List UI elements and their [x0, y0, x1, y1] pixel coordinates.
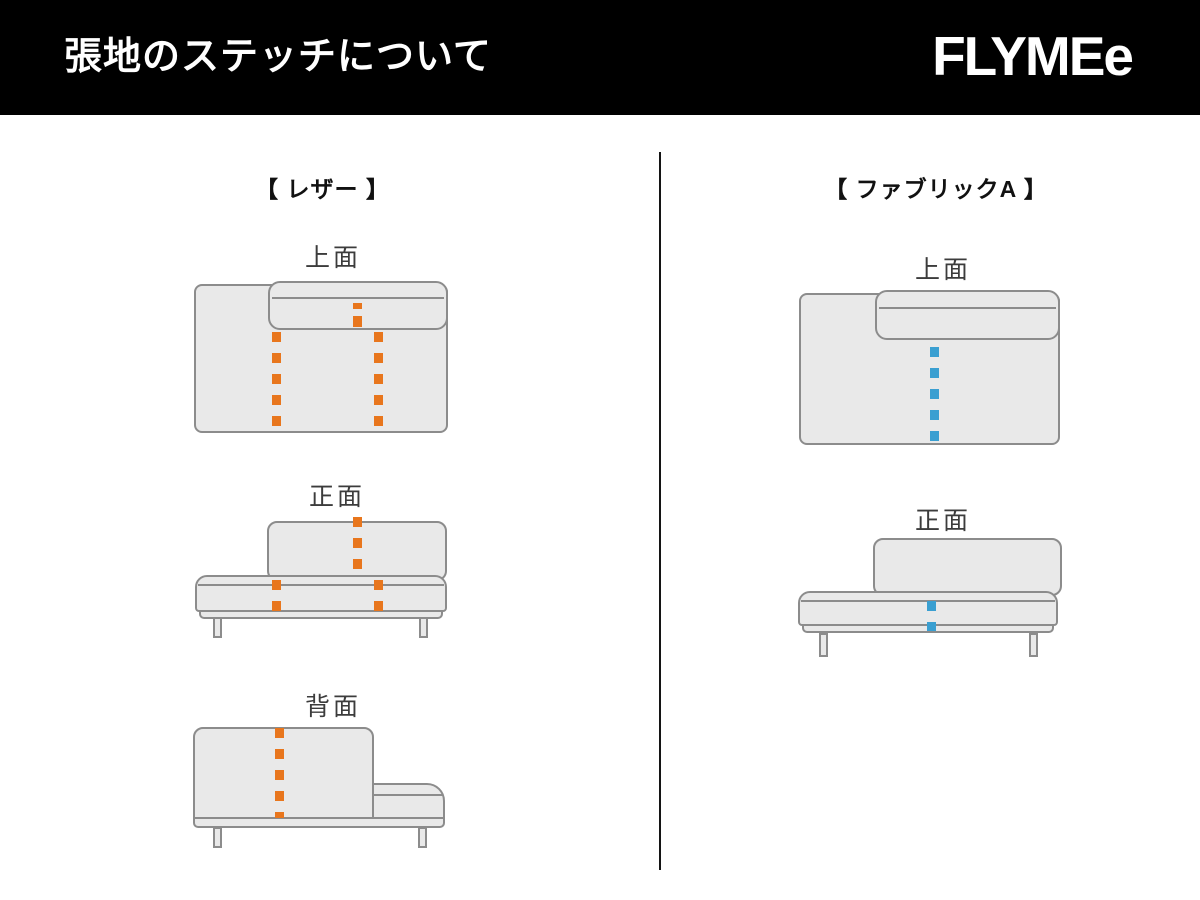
leather-front-view-label: 正面: [308, 483, 365, 511]
sofa-seat-front: [195, 575, 447, 612]
stitch-line-seat-right: [374, 580, 383, 611]
page-title: 張地のステッチについて: [64, 36, 492, 78]
backrest-edge-line: [879, 307, 1056, 309]
stitch-dash: [353, 303, 362, 309]
seat-edge-line: [374, 794, 443, 796]
sofa-backrest-top: [875, 290, 1060, 340]
sofa-seat-back: [372, 783, 445, 820]
backrest-edge-line: [272, 297, 444, 299]
header-bar: 張地のステッチについて FLYMEe: [0, 0, 1200, 115]
section-label-leather: 【 レザー 】: [255, 176, 390, 202]
sofa-leg-left: [213, 827, 222, 848]
stitch-line-seat: [927, 601, 936, 631]
leather-back-view-label: 背面: [304, 693, 361, 721]
fabric-top-view-label: 上面: [914, 256, 971, 284]
flymee-logo: FLYMEe: [932, 25, 1134, 87]
sofa-leg-right: [419, 617, 428, 638]
stitch-line-seat-left: [272, 580, 281, 611]
stitch-line-center: [930, 347, 939, 445]
stitch-line-back: [275, 728, 284, 818]
fabric-front-view-label: 正面: [914, 507, 971, 535]
stitch-line-left: [272, 332, 281, 433]
sofa-leg-left: [819, 633, 828, 657]
seat-edge-line: [198, 584, 444, 586]
column-divider: [659, 152, 661, 870]
sofa-base-rail: [193, 817, 445, 828]
sofa-backrest-front: [873, 538, 1062, 596]
leather-top-view-label: 上面: [304, 244, 361, 272]
sofa-leg-right: [418, 827, 427, 848]
section-label-fabric-a: 【 ファブリックA 】: [824, 176, 1048, 202]
stitch-line-right: [374, 332, 383, 433]
sofa-leg-right: [1029, 633, 1038, 657]
stitch-dash: [353, 316, 362, 327]
stitch-line-backrest: [353, 517, 362, 576]
sofa-leg-left: [213, 617, 222, 638]
